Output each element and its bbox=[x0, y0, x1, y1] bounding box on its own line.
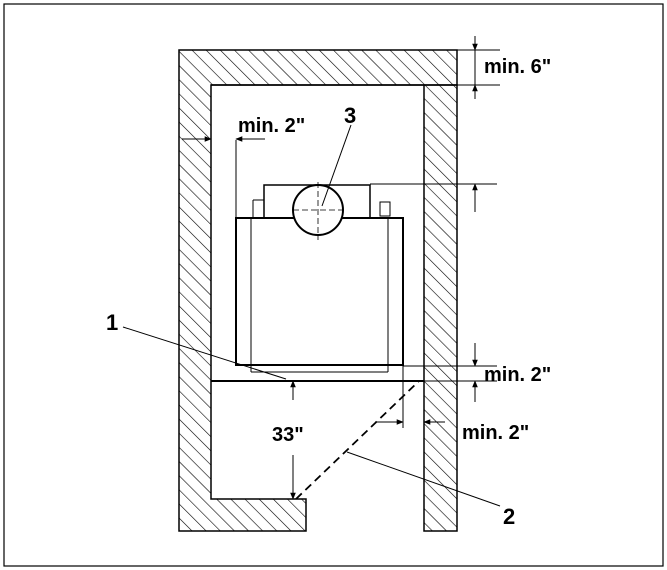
callout-2-leader bbox=[346, 451, 501, 507]
enclosure-wall-left bbox=[178, 49, 458, 532]
side-clearance-left-dimension bbox=[182, 136, 265, 218]
callout-1-leader bbox=[122, 326, 287, 380]
top-clearance-dimension bbox=[457, 36, 500, 99]
callout-2: 2 bbox=[503, 504, 515, 529]
top-clearance-label: min. 6" bbox=[484, 56, 551, 78]
callout-3-leader bbox=[321, 124, 352, 207]
side-clearance-right-dimension bbox=[375, 366, 445, 428]
front-clearance-dimension bbox=[403, 343, 497, 402]
front-clearance-label: min. 2" bbox=[484, 364, 551, 386]
appliance-height-reference bbox=[370, 183, 497, 212]
frame-border bbox=[3, 3, 664, 567]
height-label: 33" bbox=[272, 424, 304, 446]
appliance bbox=[235, 182, 404, 373]
callout-3: 3 bbox=[344, 103, 356, 128]
callout-1: 1 bbox=[106, 310, 118, 335]
side-clearance-left-label: min. 2" bbox=[238, 115, 305, 137]
side-clearance-right-label: min. 2" bbox=[462, 422, 529, 444]
enclosure-wall-right bbox=[423, 84, 458, 532]
door-swing-line bbox=[295, 380, 420, 500]
